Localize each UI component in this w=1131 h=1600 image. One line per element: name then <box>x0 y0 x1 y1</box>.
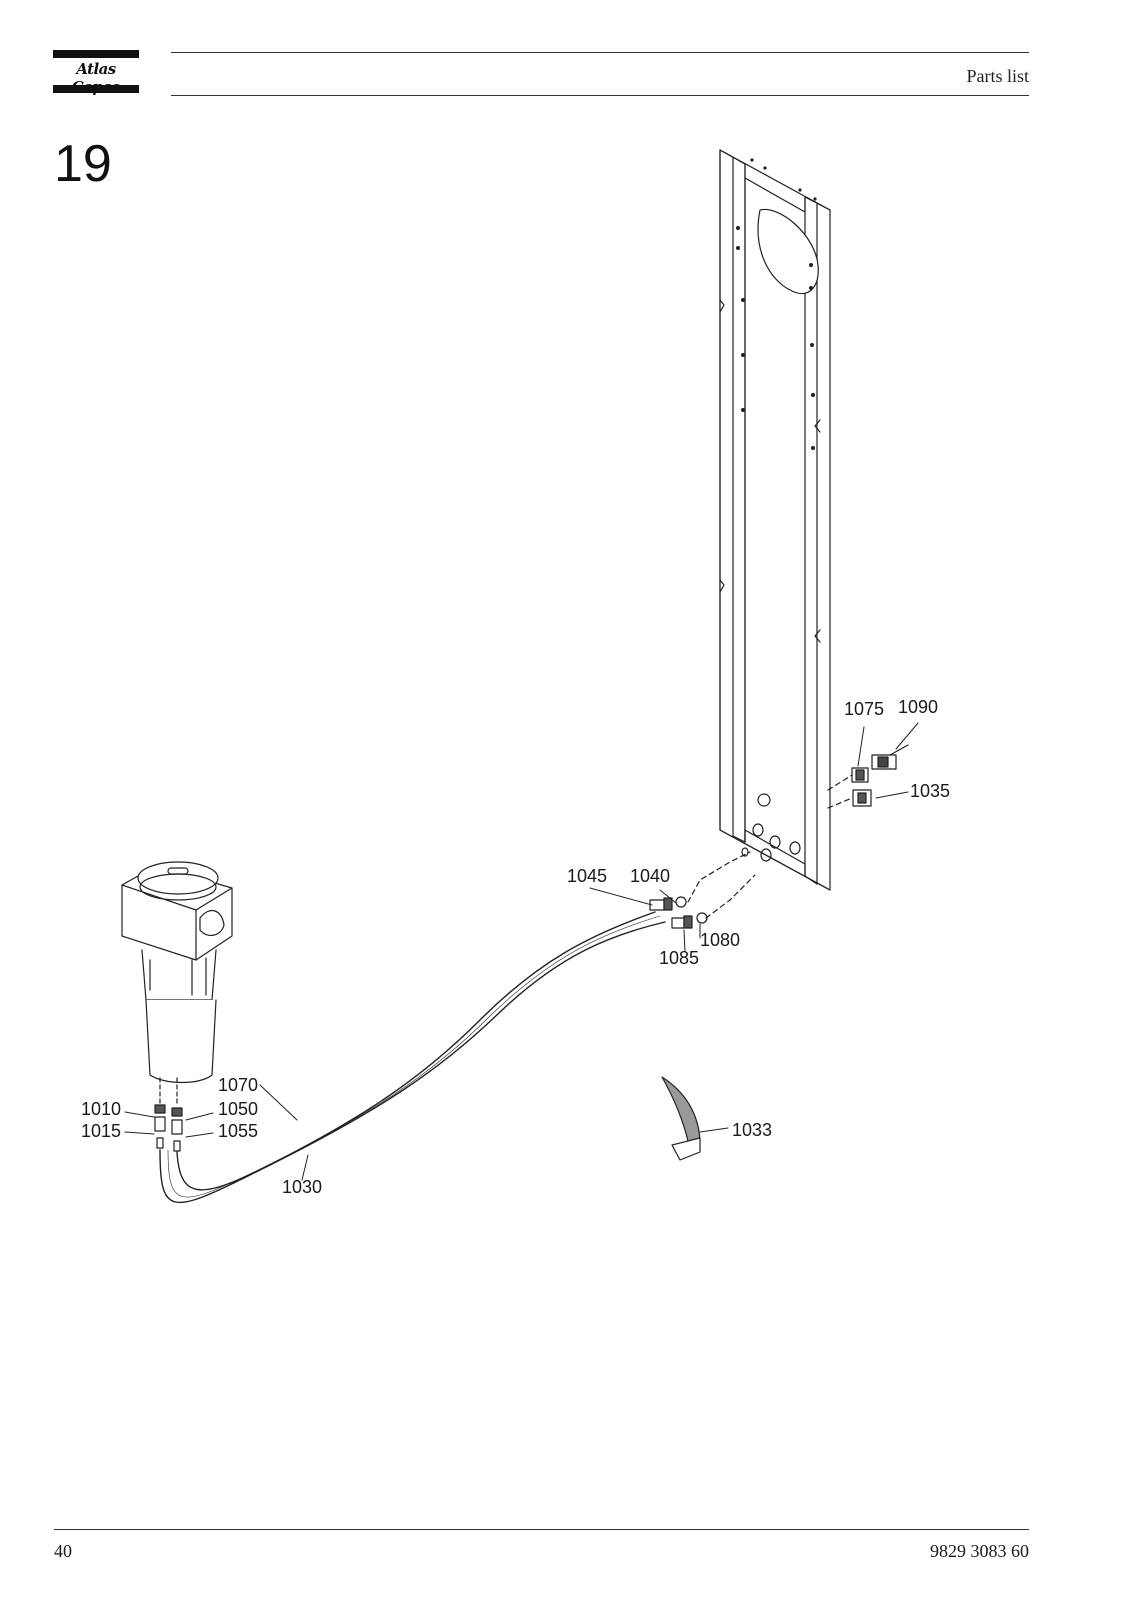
callout-1010: 1010 <box>81 1099 121 1119</box>
callout-labels: 1075 1090 1035 1045 1040 1080 1085 1070 … <box>81 697 950 1197</box>
callout-1080: 1080 <box>700 930 740 950</box>
callout-1085: 1085 <box>659 948 699 968</box>
panel-fittings <box>649 744 909 929</box>
callout-leaders <box>124 722 919 1181</box>
callout-1045: 1045 <box>567 866 607 886</box>
frame-panel <box>719 149 831 891</box>
logo-bar-bottom <box>53 85 139 93</box>
filter-housing <box>121 861 233 1084</box>
header-rule-top <box>171 52 1029 53</box>
callout-1055: 1055 <box>218 1121 258 1141</box>
filter-fittings <box>154 1077 183 1152</box>
header-rule-bottom <box>171 95 1029 96</box>
hose-clamp <box>661 1076 701 1161</box>
hose-assembly <box>159 911 666 1204</box>
callout-1090: 1090 <box>898 697 938 717</box>
logo-bar-top <box>53 50 139 58</box>
figure-number: 19 <box>54 135 112 193</box>
callout-1075: 1075 <box>844 699 884 719</box>
footer-rule <box>54 1529 1029 1530</box>
page-number: 40 <box>54 1541 72 1561</box>
callout-1030: 1030 <box>282 1177 322 1197</box>
atlas-copco-logo: Atlas Copco <box>53 50 139 96</box>
callout-1050: 1050 <box>218 1099 258 1119</box>
callout-1070: 1070 <box>218 1075 258 1095</box>
document-number: 9829 3083 60 <box>930 1541 1029 1561</box>
callout-1035: 1035 <box>910 781 950 801</box>
callout-1040: 1040 <box>630 866 670 886</box>
callout-1033: 1033 <box>732 1120 772 1140</box>
callout-1015: 1015 <box>81 1121 121 1141</box>
section-title: Parts list <box>966 66 1029 86</box>
